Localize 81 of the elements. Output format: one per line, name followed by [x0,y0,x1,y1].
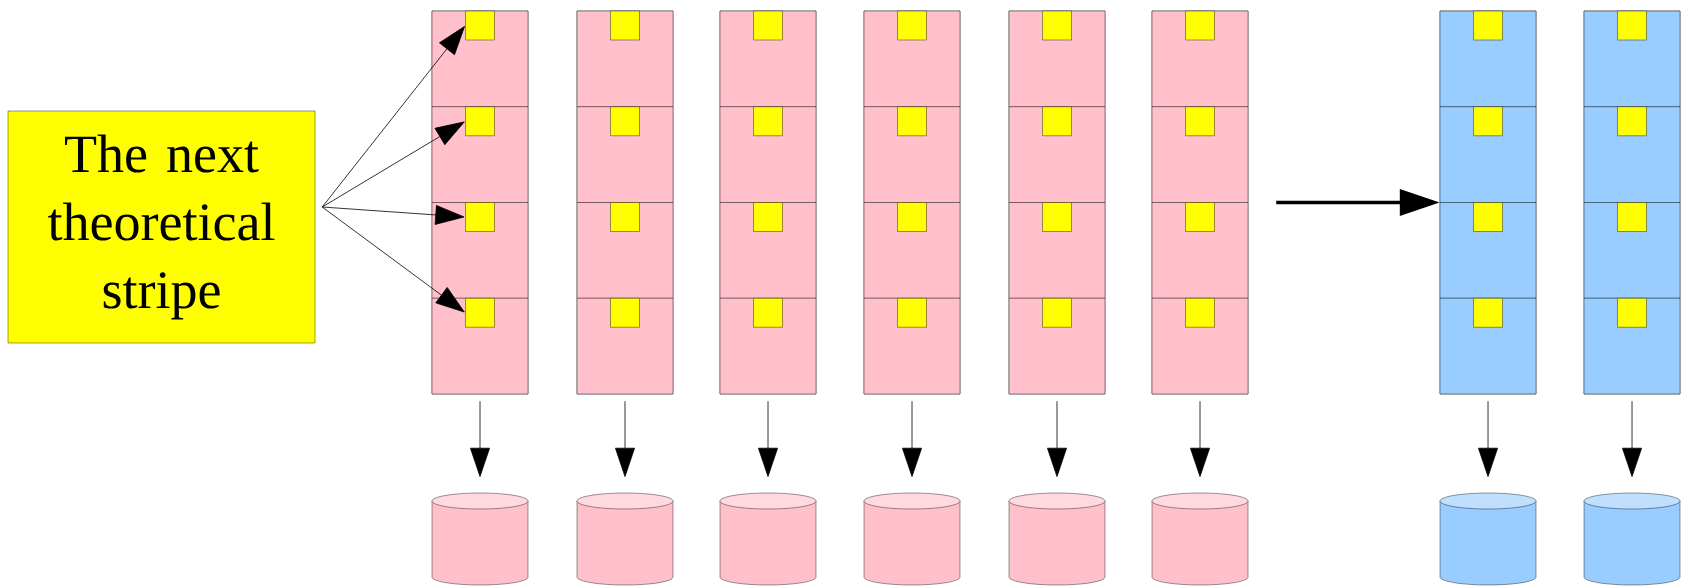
arrow [1190,400,1210,477]
small-square [897,10,927,41]
small-square [753,106,783,136]
small-square [753,202,783,232]
small-square [1473,298,1503,328]
arrow [321,205,465,225]
cell [719,202,817,299]
small-square [1042,202,1072,232]
cylinder [576,492,674,586]
cell [1583,298,1681,395]
arrow [470,400,490,477]
cylinder [1008,492,1106,586]
small-square [1185,202,1215,232]
cell [1439,298,1537,395]
small-square [897,106,927,136]
cell [576,298,674,395]
small-square [465,106,495,136]
cylinder [1151,492,1249,586]
cell [1151,106,1249,203]
cell [1151,10,1249,107]
cylinder [431,492,529,586]
cylinder [1439,492,1537,586]
cell [1151,202,1249,299]
cell [1583,202,1681,299]
small-square [610,106,640,136]
cell [1008,298,1106,395]
arrow [1622,400,1642,477]
cell [1008,10,1106,107]
small-square [1185,106,1215,136]
cell [719,106,817,203]
small-square [610,202,640,232]
arrow [321,206,465,313]
arrow [758,400,778,477]
cell [863,202,961,299]
arrow [1047,400,1067,477]
small-square [1617,298,1647,328]
small-square [1042,298,1072,328]
small-square [610,10,640,41]
cylinder [863,492,961,586]
cell [1583,10,1681,107]
cell [576,202,674,299]
cell [1583,106,1681,203]
cell [1008,202,1106,299]
small-square [465,202,495,232]
small-square [753,298,783,328]
small-square [1473,202,1503,232]
small-square [1042,106,1072,136]
text-box: The next theoretical stripe [7,110,316,344]
arrow [1478,400,1498,477]
cylinder [1583,492,1681,586]
cell [863,106,961,203]
small-square [465,298,495,328]
small-square [1185,298,1215,328]
cell [576,106,674,203]
cell [719,298,817,395]
small-square [897,298,927,328]
cell [576,10,674,107]
cell [863,10,961,107]
small-square [1617,10,1647,41]
small-square [465,10,495,41]
cell [1151,298,1249,395]
arrow [902,400,922,477]
cell [1439,10,1537,107]
cell [719,10,817,107]
cell [1439,106,1537,203]
small-square [753,10,783,41]
cell [863,298,961,395]
arrow [321,26,465,208]
cell [1439,202,1537,299]
small-square [1473,106,1503,136]
cell [1008,106,1106,203]
small-square [897,202,927,232]
arrow [321,121,465,208]
small-square [1617,202,1647,232]
small-square [1617,106,1647,136]
small-square [1185,10,1215,41]
small-square [610,298,640,328]
arrow [615,400,635,477]
cylinder [719,492,817,586]
small-square [1042,10,1072,41]
small-square [1473,10,1503,41]
